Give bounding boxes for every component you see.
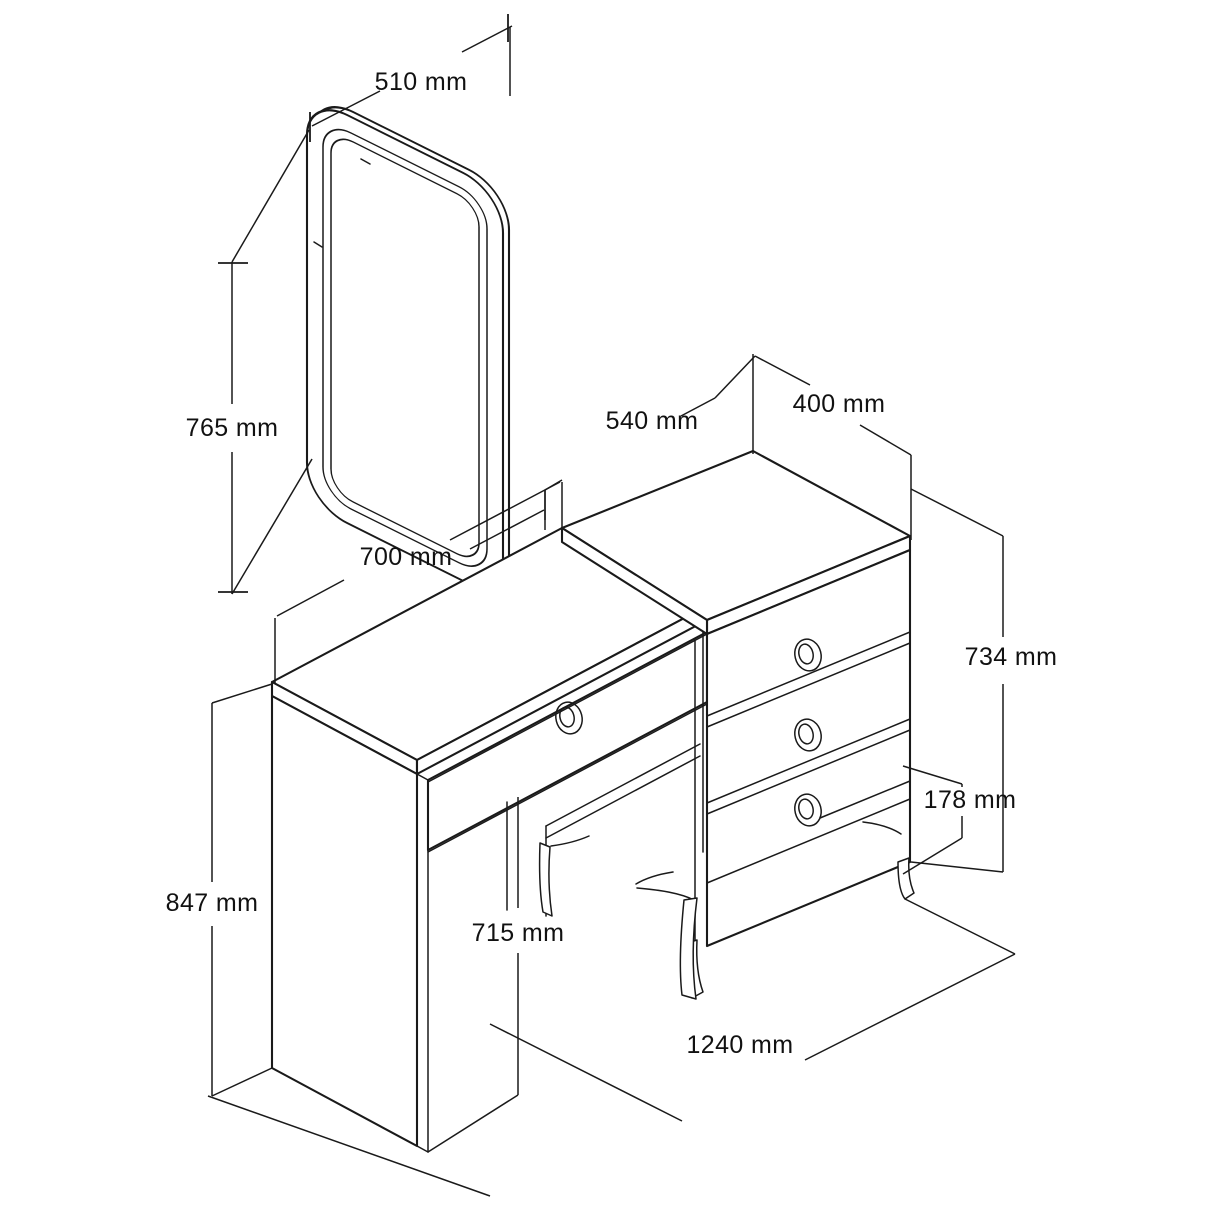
ext-line-mirror-h-bottom <box>231 458 313 595</box>
dim-line-total-width-b <box>489 1023 683 1122</box>
desk-side-panel-top-thickness <box>416 773 429 781</box>
dim-label-mirror-height: 765 mm <box>186 414 279 442</box>
ext-line-desk-height-top <box>211 683 273 704</box>
chest-drawer-divider-2b <box>706 729 911 815</box>
dim-line-desk-width-a <box>276 579 345 617</box>
chest-base-rail <box>819 780 911 819</box>
dim-label-chest-height: 734 mm <box>965 643 1058 671</box>
desk-foot-pad <box>550 835 590 847</box>
dim-line-desk-width-b <box>469 509 545 550</box>
ext-line-chest-height-top <box>910 488 1004 537</box>
desk-side-panel-left <box>270 694 419 1148</box>
chest-drawer-divider-3a <box>706 798 911 884</box>
handle-ring-outer-icon <box>794 638 822 672</box>
chest-leg-right-rear <box>897 857 915 900</box>
mirror-assembly <box>305 106 511 587</box>
ext-line-leg-height-top <box>902 765 963 785</box>
dimension-desk-width: 700 mm <box>274 490 546 684</box>
dimension-desk-depth: 540 mm <box>449 397 716 541</box>
desk-drawer-handle[interactable] <box>553 699 586 736</box>
dimension-chest-depth: 400 mm <box>714 354 912 540</box>
mirror-glass <box>330 138 480 558</box>
dimension-desk-total-height: 847 mm <box>166 683 273 1097</box>
dim-line-chest-depth-right-b <box>859 424 912 456</box>
total-width-leaders <box>207 1095 491 1197</box>
ext-line-desk-height-bottom <box>211 1067 273 1097</box>
ext-line-chest-height-bottom-helper <box>910 861 1004 873</box>
chest-foot-pad-right <box>862 821 902 835</box>
dimension-set-total-width: 1240 mm <box>489 898 1016 1122</box>
dimension-chest-leg-height: 178 mm <box>902 765 1017 875</box>
dim-line-mirror-w-a <box>311 90 381 127</box>
dim-line-mirror-w-b <box>461 25 513 53</box>
chest-apron-curve <box>635 871 674 885</box>
desk-side-panel-bottom-thickness <box>416 1145 429 1153</box>
chest-drawer-handle-top[interactable] <box>792 636 825 673</box>
leader-bottom-left <box>207 1095 491 1197</box>
chest-drawer-divider-2a <box>706 718 911 804</box>
chest-drawer-handle-middle[interactable] <box>792 716 825 753</box>
dim-label-desk-clearance: 715 mm <box>472 919 565 947</box>
center-leg-body <box>679 897 698 1000</box>
desk-curved-leg <box>538 842 553 917</box>
dim-label-desk-width: 700 mm <box>360 543 453 571</box>
handle-ring-outer-icon <box>794 718 822 752</box>
center-rear-leg <box>679 897 698 1000</box>
dim-label-mirror-width: 510 mm <box>375 68 468 96</box>
dim-line-total-width-a <box>804 953 1016 1061</box>
handle-ring-outer-icon <box>555 701 583 735</box>
desk-stretcher-top <box>545 743 701 827</box>
dim-line-chest-depth-left <box>714 355 756 399</box>
chest-drawer-divider-1a <box>706 631 911 717</box>
dim-line-desk-depth-b <box>449 481 561 541</box>
dimension-chest-height: 734 mm <box>910 488 1058 873</box>
handle-ring-inner-icon <box>798 798 814 820</box>
chest-foot-pad-left <box>636 887 695 901</box>
dimension-desk-clearance: 715 mm <box>427 797 565 1153</box>
desk-stretcher-bottom <box>545 755 701 839</box>
chest-drawer-divider-1b <box>706 642 911 728</box>
dimension-mirror-width: 510 mm <box>231 14 513 263</box>
dim-line-desk-depth-a <box>680 397 716 417</box>
chest-drawer-handle-bottom[interactable] <box>792 791 825 828</box>
mirror-frame-seam-side <box>313 241 323 248</box>
dim-line-chest-depth-right-a <box>754 355 811 386</box>
vanity-desk-assembly <box>270 526 713 1153</box>
handle-ring-outer-icon <box>794 793 822 827</box>
mirror-frame-seam-top <box>360 158 371 165</box>
handle-ring-inner-icon <box>798 723 814 745</box>
dim-label-set-total-width: 1240 mm <box>686 1031 793 1059</box>
handle-ring-inner-icon <box>559 706 575 728</box>
dim-label-chest-leg-height: 178 mm <box>924 786 1017 814</box>
desk-drawer-bottom-gap <box>427 703 708 853</box>
dimension-mirror-height: 765 mm <box>186 262 313 595</box>
dim-label-chest-depth: 400 mm <box>793 390 886 418</box>
ext-line-mirror-w-left <box>231 129 310 263</box>
chest-assembly <box>560 449 915 999</box>
ext-line-desk-clearance-bottom <box>427 1094 519 1153</box>
ext-line-total-width-right <box>904 898 1016 955</box>
dim-label-desk-depth: 540 mm <box>606 407 699 435</box>
handle-ring-inner-icon <box>798 643 814 665</box>
dim-label-desk-total-height: 847 mm <box>166 889 259 917</box>
ext-line-leg-height-bottom <box>902 837 963 875</box>
